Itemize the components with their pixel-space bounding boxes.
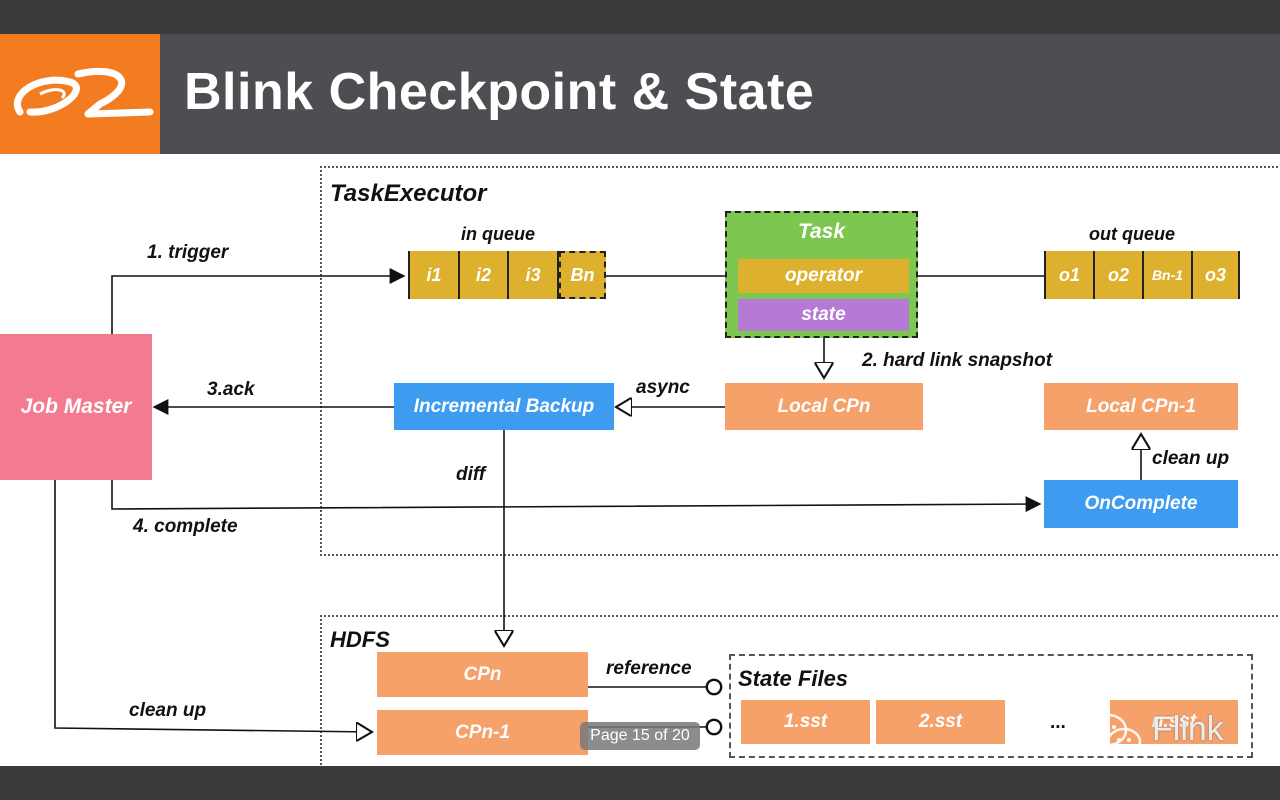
clean-up-local-label: clean up — [1152, 448, 1230, 469]
queue-item: o3 — [1193, 251, 1238, 299]
queue-item: o1 — [1046, 251, 1095, 299]
flink-watermark: Flink — [1152, 710, 1224, 748]
trigger-label: 1. trigger — [147, 242, 229, 263]
complete-label: 4. complete — [133, 516, 238, 537]
hard-link-label: 2. hard link snapshot — [862, 350, 1053, 371]
task-title: Task — [797, 220, 846, 243]
queue-item: i1 — [410, 251, 460, 299]
task-executor-label: TaskExecutor — [330, 180, 487, 207]
state-files-title: State Files — [738, 666, 849, 691]
state-file: 2.sst — [876, 700, 1005, 744]
queue-item: i3 — [509, 251, 559, 299]
async-label: async — [636, 377, 690, 398]
barrier-item: Bn-1 — [1144, 251, 1193, 299]
queue-item: i2 — [460, 251, 509, 299]
state-files-region — [729, 654, 1253, 758]
local-cp-n-1-box: Local CPn-1 — [1044, 383, 1238, 430]
queue-item: o2 — [1095, 251, 1144, 299]
on-complete-box: OnComplete — [1044, 480, 1238, 528]
state-box: state — [738, 299, 909, 331]
diff-label: diff — [456, 464, 486, 485]
window-top-bar — [0, 0, 1280, 32]
reference-label: reference — [606, 658, 692, 679]
hdfs-region — [320, 615, 1280, 766]
in-queue-label: in queue — [461, 224, 536, 244]
incremental-backup-box: Incremental Backup — [394, 383, 614, 430]
out-queue: o1 o2 Bn-1 o3 — [1044, 251, 1240, 299]
operator-box: operator — [738, 259, 909, 293]
barrier-item: Bn — [559, 251, 606, 299]
out-queue-label: out queue — [1089, 224, 1175, 244]
task-executor-region — [320, 166, 1280, 556]
local-cp-n-box: Local CPn — [725, 383, 923, 430]
ack-label: 3.ack — [207, 379, 255, 400]
state-file: n.sst — [1110, 700, 1238, 744]
state-files-ellipsis: ... — [1050, 712, 1066, 733]
hdfs-label: HDFS — [330, 627, 390, 652]
slide-header: Blink Checkpoint & State — [0, 34, 1280, 154]
cp-n-box: CPn — [377, 652, 588, 697]
page-indicator: Page 15 of 20 — [580, 722, 700, 750]
clean-up-hdfs-label: clean up — [129, 700, 207, 721]
window-bottom-bar — [0, 766, 1280, 800]
alibaba-logo — [0, 34, 160, 154]
cp-n-1-box: CPn-1 — [377, 710, 588, 755]
state-file: 1.sst — [741, 700, 870, 744]
job-master-box: Job Master — [0, 334, 152, 480]
wechat-icon — [1086, 710, 1146, 762]
slide-title: Blink Checkpoint & State — [184, 63, 815, 121]
in-queue: i1 i2 i3 Bn — [408, 251, 606, 299]
slide: Blink Checkpoint & State — [0, 34, 1280, 766]
task-box: Task operator state — [725, 211, 918, 338]
